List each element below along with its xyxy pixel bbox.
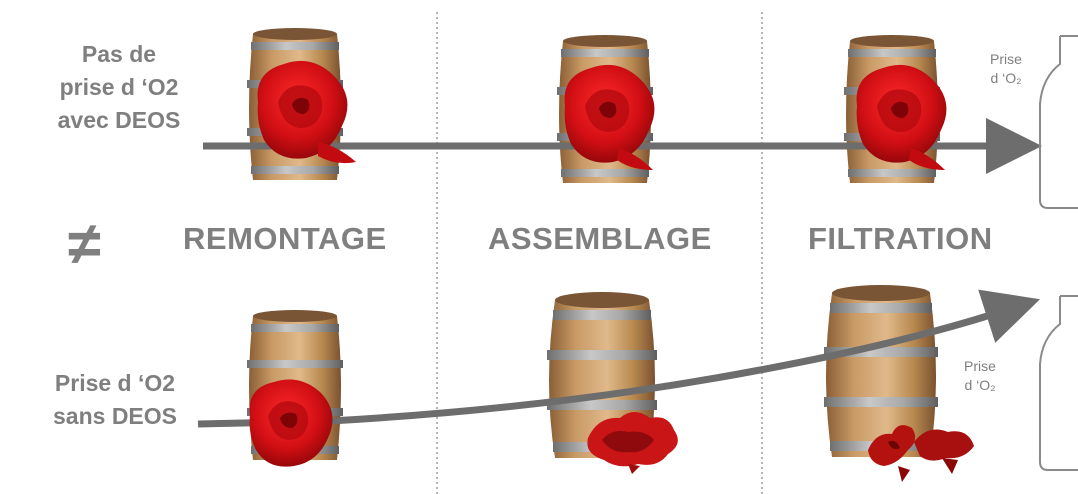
- rose-bottom-assemblage: [587, 412, 678, 474]
- rose-bottom-filtration: [868, 425, 974, 482]
- rose-bottom-remontage: [249, 379, 333, 467]
- barrel-bottom-filtration: [824, 285, 938, 457]
- oxygen-note-bottom: Prise d ‘O₂: [964, 358, 996, 393]
- bottle-top: [1039, 35, 1078, 209]
- label-without-deos: Prise d ‘O2 sans DEOS: [53, 370, 177, 429]
- not-equal-sign: ≠: [68, 210, 101, 277]
- arrow-without-deos: [197, 289, 1041, 428]
- oxygen-note-top: Prise d ‘O₂: [990, 51, 1022, 86]
- rose-top-filtration: [856, 64, 947, 170]
- stage-title-remontage: REMONTAGE: [183, 221, 387, 256]
- stage-title-assemblage: ASSEMBLAGE: [488, 221, 712, 256]
- rose-top-assemblage: [564, 64, 655, 170]
- label-with-deos: Pas de prise d ‘O2 avec DEOS: [57, 41, 181, 133]
- stage-title-filtration: FILTRATION: [808, 221, 993, 256]
- bottle-bottom: [1039, 295, 1078, 471]
- rose-top-remontage: [257, 60, 356, 164]
